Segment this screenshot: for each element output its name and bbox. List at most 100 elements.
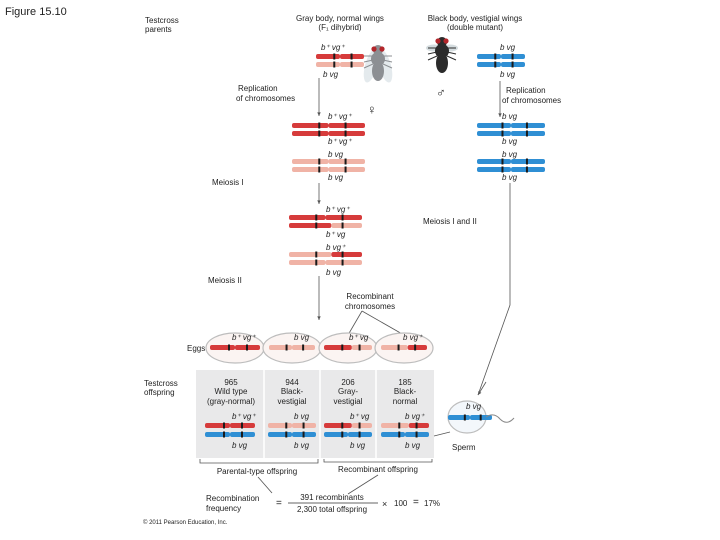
gene-band-b (285, 431, 288, 438)
offspring-type: Black- (280, 387, 304, 396)
chromosome-segment (269, 345, 292, 350)
meiosis-1-2-path (477, 183, 511, 396)
chromosome-segment (316, 62, 340, 67)
gene-band-vg (350, 61, 353, 68)
allele-label: b⁺ vg⁺ (326, 205, 350, 214)
denominator: 2,300 total offspring (296, 505, 368, 514)
gene-band-vg (525, 158, 528, 165)
black-vestigial-fly-leg (427, 55, 438, 61)
chromosome-segment (316, 54, 340, 59)
gene-band-vg (350, 53, 353, 60)
chromosome-segment (210, 345, 235, 350)
chromosome-segment (328, 123, 365, 128)
black-vestigial-fly-leg (427, 51, 438, 55)
offspring-type: vestigial (333, 397, 363, 406)
gene-band-vg (479, 414, 482, 421)
gene-band-b (341, 422, 344, 429)
recombinant-pointer-2 (347, 474, 379, 495)
meiosis-1-label: Meiosis I (212, 178, 244, 187)
allele-label: b vg (323, 70, 339, 79)
chromosome-segment (477, 62, 501, 67)
black-vestigial-fly-thorax (435, 44, 449, 58)
gene-band-vg (341, 222, 344, 229)
chromosome-segment (292, 159, 329, 164)
gene-band-vg (302, 431, 305, 438)
allele-label: b⁺ vg⁺ (328, 137, 352, 146)
chromosome-segment (381, 423, 409, 428)
chromosome-segment (477, 54, 501, 59)
gene-band-vg (525, 166, 528, 173)
gene-band-vg (525, 130, 528, 137)
offspring-type: normal (392, 397, 418, 406)
recombinant-pointer (347, 310, 363, 336)
chromosome-segment (408, 423, 429, 428)
chromosome-segment (205, 432, 230, 437)
gene-band-vg (246, 344, 248, 351)
allele-label: b vg (326, 268, 342, 277)
chromosome-segment (331, 223, 362, 228)
allele-label: b⁺ vg (326, 230, 346, 239)
gene-band-b (463, 414, 466, 421)
sperm-tail (485, 414, 515, 423)
chromosome-segment (331, 252, 362, 257)
chromosome-segment (268, 432, 292, 437)
copyright: © 2011 Pearson Education, Inc. (143, 520, 228, 526)
replication-right-1: Replication (506, 86, 546, 95)
allele-label: b⁺ vg⁺ (232, 412, 256, 421)
gene-band-b (228, 344, 230, 351)
allele-label: b⁺ vg⁺ (232, 333, 256, 342)
chromosome-segment (351, 423, 372, 428)
allele-label: b vg (502, 173, 518, 182)
chromosome-segment (325, 260, 362, 265)
gene-band-vg (358, 422, 361, 429)
gene-band-b (223, 422, 225, 429)
gene-band-vg (241, 431, 243, 438)
allele-label: b vg (500, 43, 516, 52)
chromosome-segment (381, 345, 408, 350)
chromosome-segment (205, 423, 230, 428)
gene-band-b (318, 122, 321, 129)
offspring-type: Gray- (338, 387, 358, 396)
chromosome-segment (351, 345, 372, 350)
offspring-count: 965 (224, 378, 238, 387)
meiosis-1-arrow-head (317, 200, 321, 204)
sperm-pointer (433, 431, 451, 437)
gene-band-b (501, 130, 504, 137)
factor-100: 100 (394, 499, 408, 508)
offspring-type: Black- (393, 387, 417, 396)
chromosome-segment (324, 432, 348, 437)
chromosome-segment (292, 167, 329, 172)
eggs-label: Eggs (187, 344, 206, 353)
recombinant-offspring-label: Recombinant offspring (338, 465, 418, 474)
chromosome-segment (328, 167, 365, 172)
testcross-offspring-label-2: offspring (144, 388, 175, 397)
parental-pointer (257, 476, 273, 494)
female-title-1: Gray body, normal wings (296, 14, 384, 23)
figure-label: Figure 15.10 (5, 6, 67, 18)
gene-band-vg (241, 422, 243, 429)
gene-band-b (315, 222, 318, 229)
male-title-2: (double mutant) (446, 23, 504, 32)
numerator: 391 recombinants (300, 493, 364, 502)
allele-label: b vg (405, 441, 421, 450)
allele-label: b⁺ vg (350, 412, 370, 421)
gene-band-b (494, 53, 497, 60)
gene-band-vg (341, 251, 344, 258)
gene-band-b (285, 344, 288, 351)
allele-label: b vg (232, 441, 248, 450)
gray-normal-fly-eye (371, 46, 377, 52)
chromosome-segment (407, 345, 427, 350)
gene-band-b (341, 344, 344, 351)
gene-band-b (285, 422, 288, 429)
gene-band-b (398, 431, 401, 438)
gene-band-b (333, 61, 336, 68)
chromosome-segment (381, 432, 405, 437)
allele-label: b vg (294, 412, 310, 421)
chromosome-segment (511, 159, 545, 164)
testcross-parents-label-2: parents (145, 25, 172, 34)
equals-sign-2: = (413, 497, 419, 508)
allele-label: b⁺ vg⁺ (321, 43, 345, 52)
allele-label: b vg (502, 137, 518, 146)
gray-normal-fly-leg (382, 59, 393, 63)
